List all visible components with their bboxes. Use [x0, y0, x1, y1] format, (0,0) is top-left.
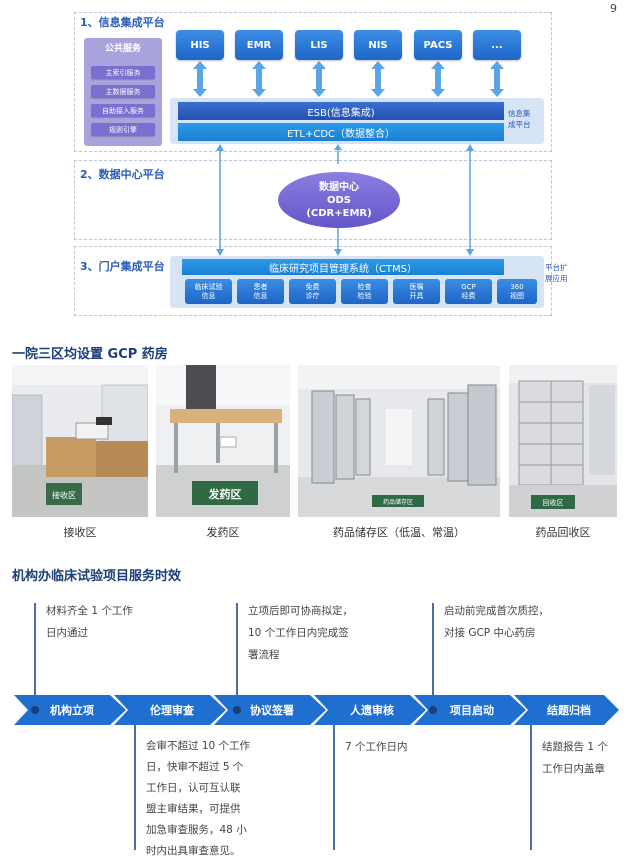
module-tile: 患者 信息 [237, 279, 284, 304]
step-agreement: 协议签署 [250, 704, 294, 717]
system-more: ... [473, 30, 521, 60]
chevron-shape [314, 695, 426, 725]
system-emr: EMR [235, 30, 283, 60]
esb-bar: ESB(信息集成) [178, 102, 504, 120]
note-agreement: 立项后即可协商拟定， 10 个工作日内完成签 署流程 [248, 605, 353, 661]
system-pacs: PACS [414, 30, 462, 60]
datacenter-ods: 数据中心 ODS (CDR+EMR) [278, 172, 400, 228]
timeline-dot [233, 706, 241, 714]
step-ethics-review: 伦理审查 [150, 704, 194, 717]
public-services-panel: 公共服务 主索引服务 主数据服务 自助接入服务 规则引擎 [84, 38, 162, 146]
ctms-bar: 临床研究项目管理系统（CTMS） [182, 259, 504, 275]
chevron-shape [214, 695, 326, 725]
connector-line [134, 725, 136, 850]
public-service-item: 自助接入服务 [91, 104, 155, 117]
chevron-shape [14, 695, 126, 725]
section-title-integration: 1、信息集成平台 [80, 16, 165, 29]
integration-frame [74, 12, 552, 152]
datacenter-frame [74, 160, 552, 240]
step-registration: 机构立项 [50, 704, 94, 717]
chevron-shape [414, 695, 526, 725]
reception-sign: 接收区 [52, 490, 76, 500]
note-registration: 材料齐全 1 个工作 日内通过 [46, 605, 133, 639]
module-tile: GCP 经费 [445, 279, 492, 304]
timeline-dot [31, 706, 39, 714]
module-tile: 临床试验 信息 [185, 279, 232, 304]
note-launch: 启动前完成首次质控， 对接 GCP 中心药房 [444, 605, 549, 639]
recovery-sign: 回收区 [543, 498, 564, 507]
system-his: HIS [176, 30, 224, 60]
double-arrow-icon [193, 61, 504, 97]
public-service-item: 主数据服务 [91, 85, 155, 98]
module-tile: 检查 检验 [341, 279, 388, 304]
process-chevrons: 机构立项 伦理审查 协议签署 人遗审核 项目启动 结题归档 [14, 695, 619, 725]
section-title-portal: 3、门户集成平台 [80, 260, 165, 273]
caption-storage: 药品储存区（低温、常温） [333, 526, 465, 539]
pharmacy-heading: 一院三区均设置 GCP 药房 [12, 347, 168, 362]
extension-label: 平台扩 展应用 [545, 263, 568, 283]
module-tile: 免费 诊疗 [289, 279, 336, 304]
section-title-datacenter: 2、数据中心平台 [80, 168, 165, 181]
storage-sign: 药品储存区 [383, 498, 413, 506]
etl-bar: ETL+CDC（数据整合） [178, 123, 504, 141]
caption-recovery: 药品回收区 [535, 526, 591, 539]
datacenter-cdr-label: (CDR+EMR) [306, 207, 372, 219]
connector-line [236, 603, 238, 695]
system-lis: LIS [295, 30, 343, 60]
chevron-shape [114, 695, 226, 725]
timeline-dot [429, 706, 437, 714]
connector-line [34, 603, 36, 695]
connector-line [333, 725, 335, 850]
public-service-item: 主索引服务 [91, 66, 155, 79]
connector-line [432, 603, 434, 695]
module-tile: 360 视图 [497, 279, 537, 304]
photo-reception: 接收区 [12, 365, 148, 517]
portal-frame [74, 246, 552, 316]
note-genetic: 7 个工作日内 [345, 741, 408, 753]
photo-dispensing: 发药区 [156, 365, 290, 517]
chevron-shape [514, 695, 619, 725]
datacenter-title: 数据中心 [319, 181, 359, 193]
photo-recovery: 回收区 [509, 365, 617, 517]
connector-arrows-icon [216, 144, 474, 256]
connector-line [530, 725, 532, 850]
datacenter-ods-label: ODS [326, 194, 351, 206]
timeline-heading: 机构办临床试验项目服务时效 [12, 569, 182, 584]
step-closure: 结题归档 [547, 704, 591, 717]
dispensing-sign: 发药区 [208, 487, 242, 501]
module-tile: 医嘱 开具 [393, 279, 440, 304]
step-launch: 项目启动 [450, 704, 494, 717]
caption-dispensing: 发药区 [206, 526, 240, 539]
step-genetic-review: 人遗审核 [350, 704, 394, 717]
note-closure: 结题报告 1 个 工作日内盖章 [542, 741, 608, 775]
note-ethics: 会审不超过 10 个工作 日，快审不超过 5 个 工作日，认可互认联 盟主审结果… [146, 740, 251, 857]
caption-reception: 接收区 [63, 526, 97, 539]
public-service-item: 规则引擎 [91, 123, 155, 136]
public-services-title: 公共服务 [104, 44, 141, 54]
integration-platform-label: 信息集 成平台 [508, 109, 531, 129]
photo-storage: 药品储存区 [298, 365, 500, 517]
page-number: 9 [610, 2, 617, 15]
system-nis: NIS [354, 30, 402, 60]
